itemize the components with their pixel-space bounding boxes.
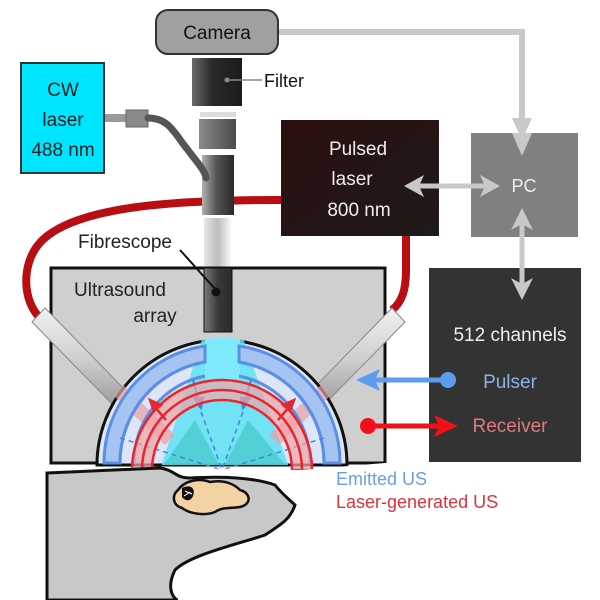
fibre-coupler-lower	[202, 190, 234, 215]
pulser-arrow	[356, 369, 456, 391]
pc-daq-arrow	[511, 208, 533, 300]
daq-system: 512 channels Pulser Receiver	[429, 268, 581, 462]
pulsed-laser-line-2: laser	[331, 169, 373, 190]
mouse	[45, 466, 297, 600]
cw-laser: CW laser 488 nm	[20, 62, 105, 174]
channels-label: 512 channels	[453, 325, 566, 346]
cw-laser-line-2: laser	[42, 110, 84, 131]
cw-laser-line-1: CW	[47, 80, 79, 101]
lens	[199, 119, 236, 149]
receiver-arrow	[360, 415, 458, 437]
ultrasound-array-line-1: Ultrasound	[74, 280, 166, 301]
legend-emitted-us: Emitted US	[336, 469, 427, 489]
fibrescope: Fibrescope	[78, 232, 233, 333]
camera: Camera	[155, 9, 279, 55]
pulsed-laser-line-3: 800 nm	[327, 200, 390, 221]
camera-pc-arrowhead	[512, 133, 532, 156]
pulsed-pc-arrow	[404, 175, 500, 197]
camera-label: Camera	[183, 23, 251, 44]
ultrasound-array-line-2: array	[133, 306, 177, 327]
fibrescope-proximal	[204, 218, 232, 268]
legend-laser-generated-us: Laser-generated US	[336, 492, 498, 512]
mouse-brain	[172, 478, 250, 516]
pulser-label: Pulser	[483, 372, 538, 393]
pulsed-laser-line-1: Pulsed	[329, 139, 387, 160]
receiver-label: Receiver	[473, 416, 549, 437]
legend: Emitted US Laser-generated US	[336, 469, 498, 512]
cw-laser-line-3: 488 nm	[31, 140, 94, 161]
transducer-dome	[95, 338, 349, 472]
filter-label: Filter	[264, 71, 304, 91]
cw-laser-fiber	[105, 109, 210, 182]
pc-label: PC	[511, 176, 536, 196]
fibrescope-label: Fibrescope	[78, 232, 172, 253]
pulsed-laser: Pulsed laser 800 nm	[281, 120, 439, 236]
filter: Filter	[192, 58, 304, 106]
